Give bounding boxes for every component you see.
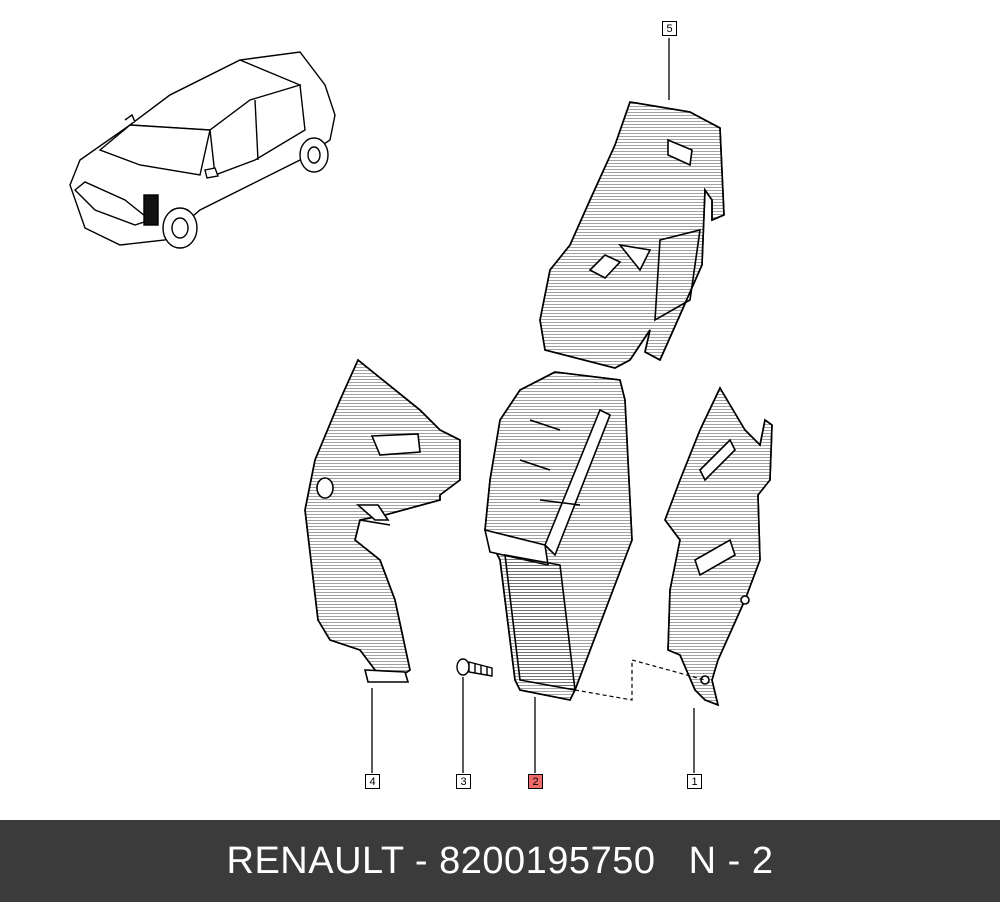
- part-3-screw: [456, 658, 493, 677]
- part-2-control-unit: [483, 371, 633, 701]
- callout-2-highlighted: 2: [528, 774, 543, 789]
- part-4-bracket: [304, 358, 461, 683]
- leader-lines: [371, 38, 695, 773]
- dashed-alignment-line: [574, 659, 706, 701]
- callout-3: 3: [456, 774, 471, 789]
- callout-1: 1: [687, 774, 702, 789]
- exploded-parts-diagram: [69, 38, 773, 773]
- part-5-cover: [539, 101, 725, 369]
- callout-4: 4: [365, 774, 380, 789]
- callout-5: 5: [662, 21, 677, 36]
- car-location-illustration: [69, 51, 336, 249]
- footer-part-label: RENAULT - 8200195750 N - 2: [0, 820, 1000, 902]
- part-1-mounting-plate: [664, 386, 773, 707]
